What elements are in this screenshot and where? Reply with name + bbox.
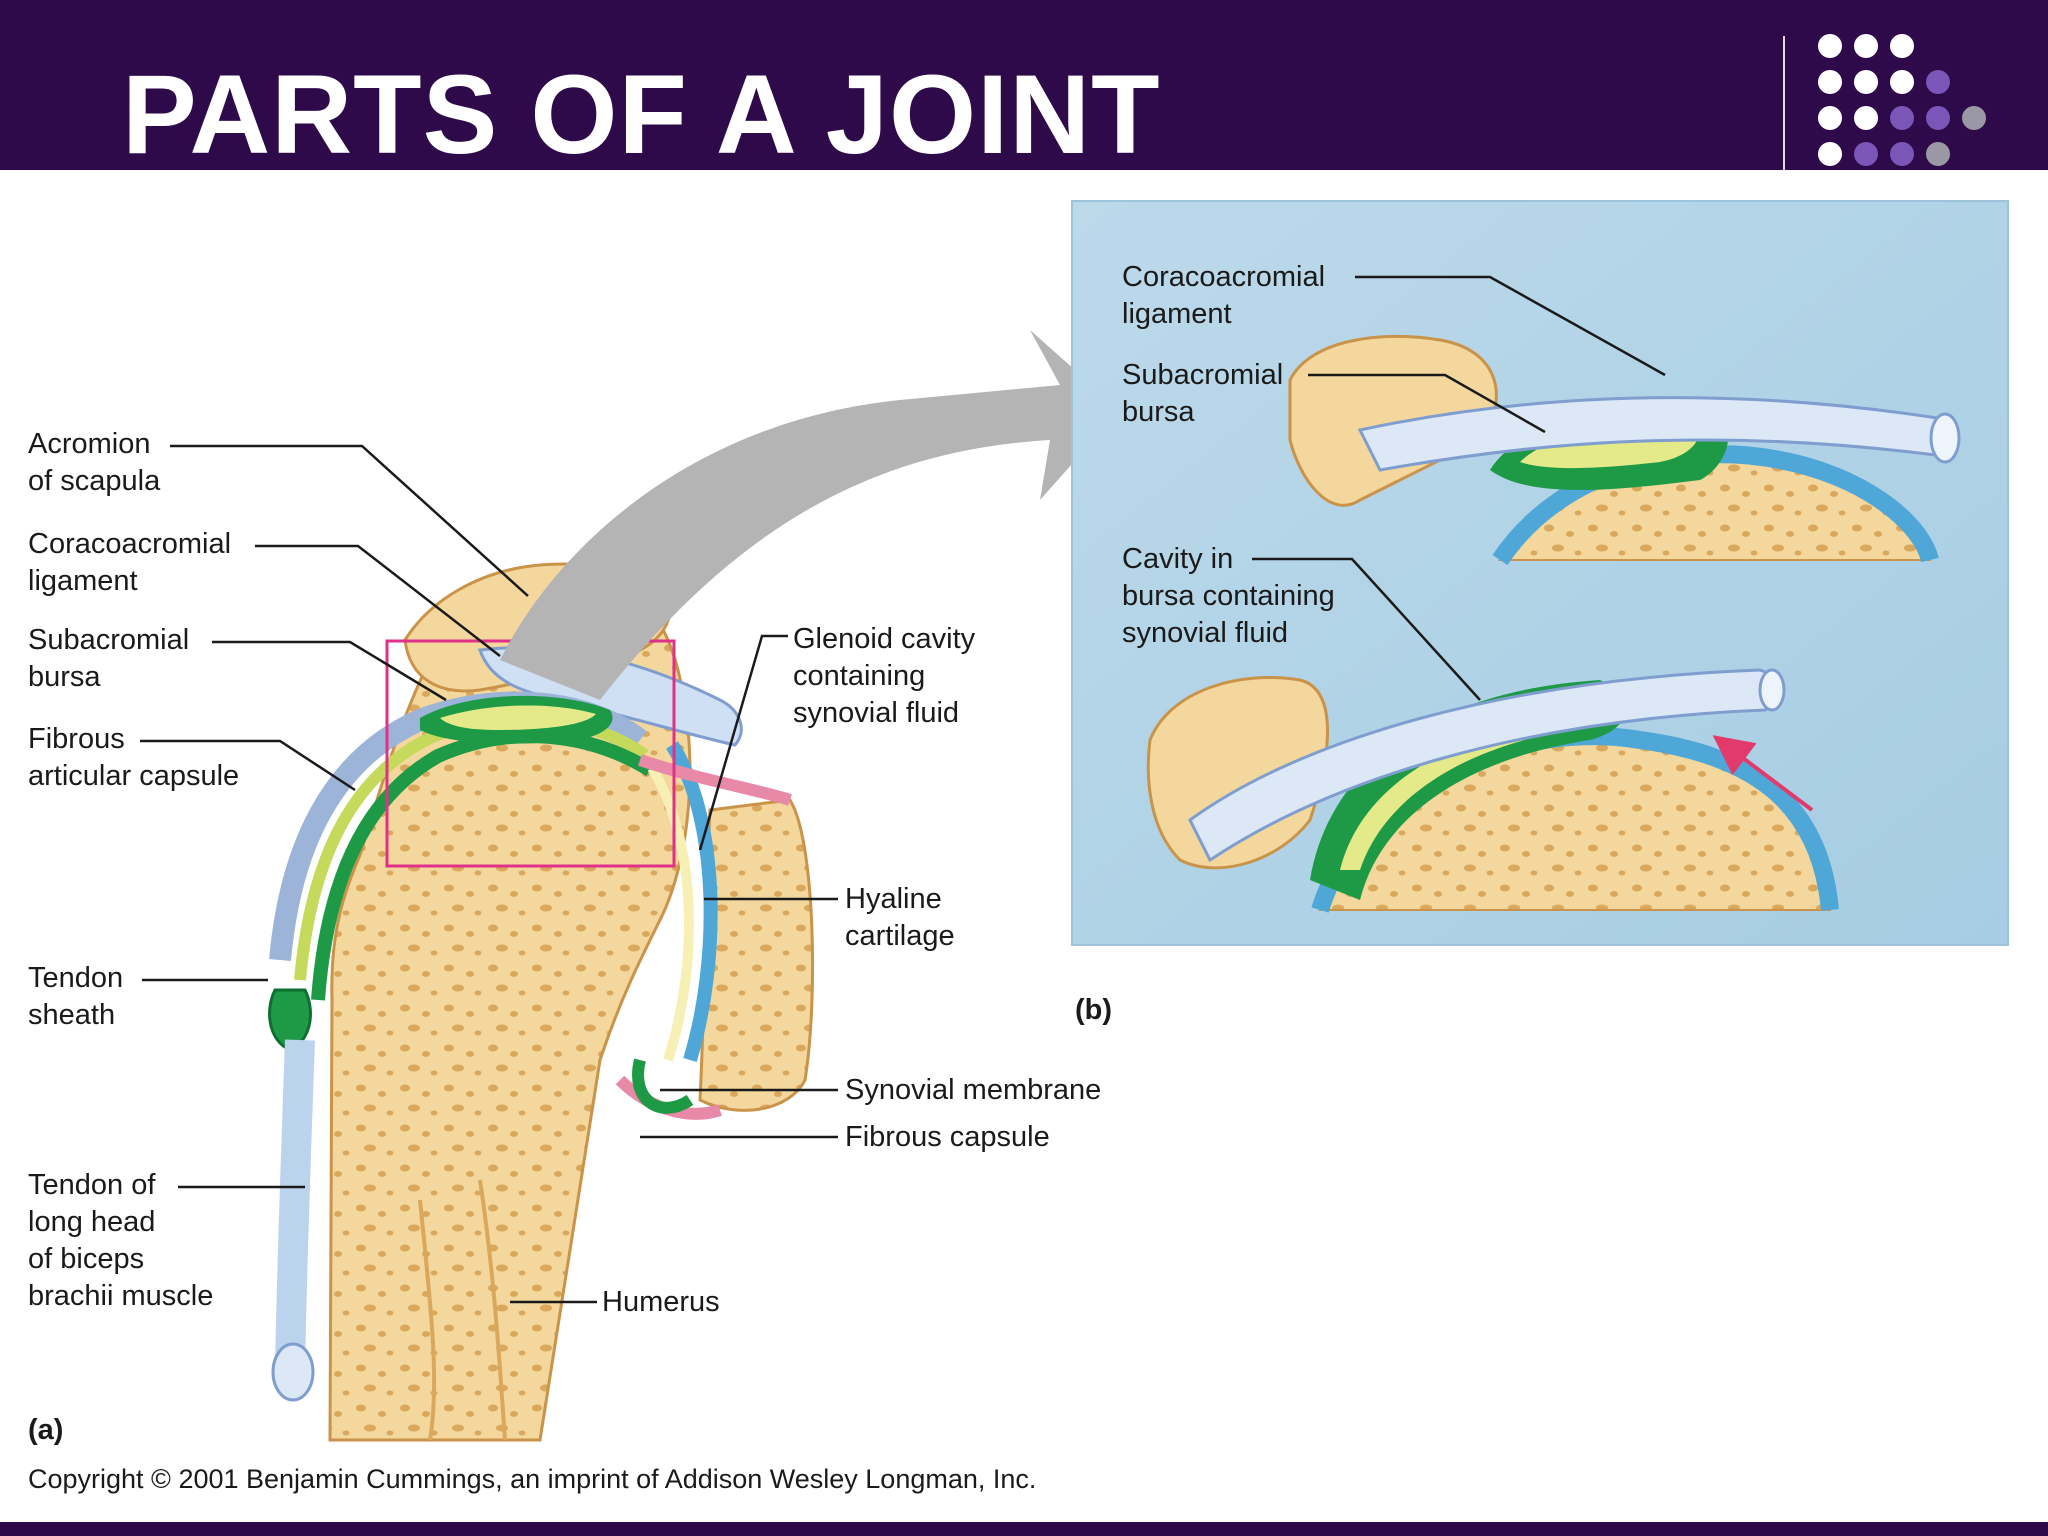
label-acromion: Acromion of scapula [28,428,161,497]
figure-a-tag: (a) [28,1414,64,1446]
zoom-arrow-icon [500,330,1120,700]
slide-header: PARTS OF A JOINT [0,0,2048,177]
label-b-cavity-in-bursa: Cavity in bursa containing synovial flui… [1122,543,1335,649]
scapula-glenoid [698,798,815,1112]
label-tendon-sheath: Tendon sheath [28,962,124,1031]
copyright-notice: Copyright © 2001 Benjamin Cummings, an i… [28,1464,1037,1494]
slide-footer-bar [0,1522,2048,1536]
label-b-subacromial-bursa: Subacromial bursa [1122,359,1284,428]
label-humerus: Humerus [602,1286,720,1318]
slide-title: PARTS OF A JOINT [122,52,1161,177]
label-glenoid-cavity: Glenoid cavity containing synovial fluid [793,623,976,729]
label-coracoacromial-ligament: Coracoacromial ligament [28,528,232,597]
label-subacromial-bursa: Subacromial bursa [28,624,190,693]
shoulder-joint-illustration [140,200,2009,1442]
label-synovial-membrane: Synovial membrane [845,1074,1102,1106]
figure-b-tag: (b) [1075,994,1113,1026]
label-fibrous-articular-capsule: Fibrous articular capsule [28,723,240,792]
label-hyaline-cartilage: Hyaline cartilage [845,883,955,952]
label-fibrous-capsule: Fibrous capsule [845,1121,1050,1153]
biceps-tendon [275,1039,315,1371]
decorative-dot-grid-icon [1818,34,1986,166]
header-divider [1783,36,1785,170]
label-b-coracoacromial-ligament: Coracoacromial ligament [1122,261,1326,330]
label-tendon-biceps: Tendon of long head of biceps brachii mu… [28,1169,214,1312]
pink-pointer-arrow-icon [1712,735,1814,812]
shoulder-joint-diagram: Acromion of scapula Coracoacromial ligam… [0,170,2048,1522]
